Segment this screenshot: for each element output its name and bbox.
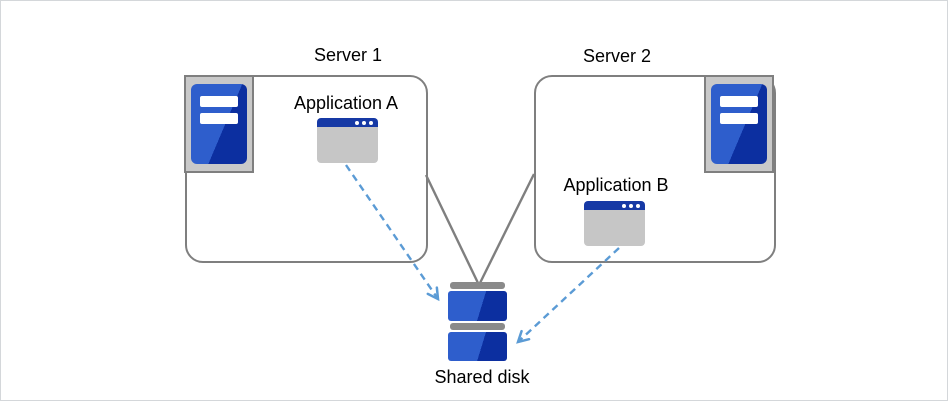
window-titlebar: [584, 201, 645, 210]
window-dot-icon: [369, 121, 373, 125]
server-drive-slot: [720, 96, 758, 107]
server2-label: Server 2: [582, 46, 652, 66]
window-dot-icon: [622, 204, 626, 208]
server-drive-slot: [200, 113, 238, 124]
application-a-label: Application A: [293, 93, 399, 113]
server-drive-slot: [200, 96, 238, 107]
shared-disk-label: Shared disk: [434, 367, 530, 387]
shared-disk-icon: [448, 282, 507, 363]
server2-tower-icon: [704, 75, 774, 173]
window-dot-icon: [355, 121, 359, 125]
server2-disk-link-line: [478, 173, 536, 284]
window-dot-icon: [636, 204, 640, 208]
application-b-label: Application B: [563, 175, 669, 195]
application-a-window-icon: [317, 118, 378, 163]
disk-platter: [448, 291, 507, 321]
window-body: [317, 127, 378, 163]
disk-cap-bar: [450, 323, 505, 330]
window-body: [584, 210, 645, 246]
window-dot-icon: [362, 121, 366, 125]
server-tower-body: [711, 84, 767, 164]
application-b-window-icon: [584, 201, 645, 246]
server1-tower-icon: [184, 75, 254, 173]
server-drive-slot: [720, 113, 758, 124]
server1-disk-link-line: [424, 174, 480, 284]
server-tower-body: [191, 84, 247, 164]
window-dot-icon: [629, 204, 633, 208]
disk-cap-bar: [450, 282, 505, 289]
window-titlebar: [317, 118, 378, 127]
server1-label: Server 1: [313, 45, 383, 65]
disk-platter: [448, 332, 507, 361]
